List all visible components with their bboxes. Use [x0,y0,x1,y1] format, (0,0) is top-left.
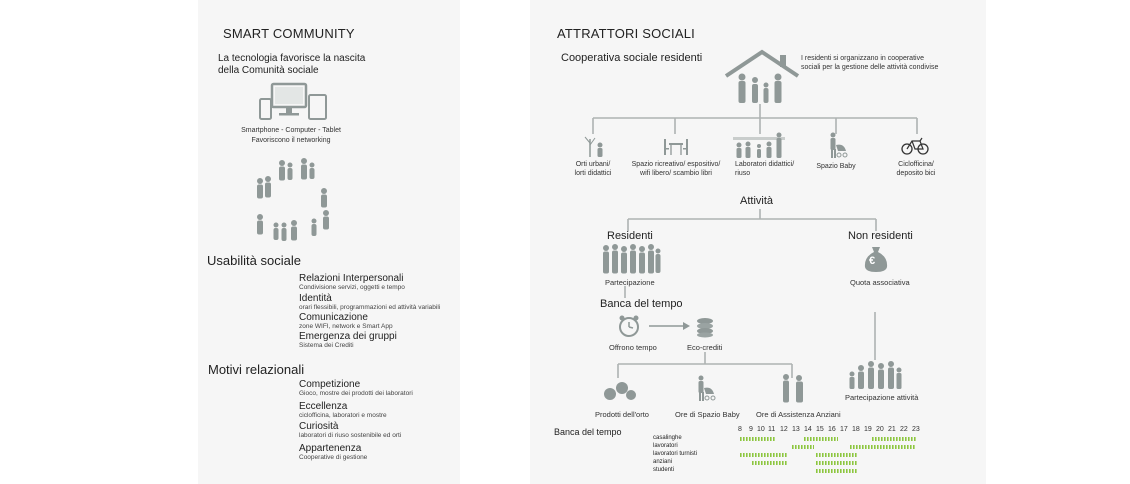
output-1-label: Prodotti dell'orto [595,410,649,419]
motives-item-4-title: Appartenenza [299,443,362,454]
motives-item-2-sub: ciclofficina, laboratori e mostre [299,412,387,419]
coop-note-line-1: I residenti si organizzano in cooperativ… [801,55,924,62]
usability-item-2-title: Identità [299,293,332,304]
usability-item-4-sub: Sistema dei Crediti [299,342,354,349]
service-1-line-1: Orti urbani/ [575,161,611,168]
time-bank-label: Banca del tempo [600,298,683,310]
hour-9: 9 [749,426,753,433]
community-people-icon [257,158,329,241]
offer-time-label: Offrono tempo [609,343,657,352]
non-residents-label: Non residenti [848,230,913,242]
alarm-clock-icon [619,315,639,337]
schedule-title: Banca del tempo [554,427,622,437]
group-lavoratori-turnisti: lavoratori turnisti [653,451,698,457]
residents-group-icon [603,244,661,274]
motives-item-3-title: Curiosità [299,421,339,432]
participation-activities-label: Partecipazione attività [845,393,919,402]
service-3-line-2: riuso [735,170,751,177]
service-3-line-1: Laboratori didattici/ [735,161,795,168]
usability-item-2-sub: orari flessibili, programmazioni ed atti… [299,304,441,311]
services-connector [592,104,918,134]
group-anziani: anziani [653,459,673,465]
devices-line-2: Favoriscono il networking [251,137,331,144]
output-2-label: Ore di Spazio Baby [675,410,740,419]
hour-10: 10 [757,426,765,433]
motives-item-1-title: Competizione [299,379,361,390]
vegetables-icon [604,382,636,400]
hour-19: 19 [864,426,872,433]
fee-label: Quota associativa [850,278,910,287]
hour-11: 11 [768,426,776,433]
hour-8: 8 [738,426,742,433]
service-2-line-2: wifi libero/ scambio libri [640,170,712,177]
residents-label: Residenti [607,230,653,242]
motives-item-2-title: Eccellenza [299,401,348,412]
usability-heading: Usabilità sociale [207,253,301,268]
tree-gardener-icon [584,136,603,157]
arrow-right-icon [649,322,690,330]
service-1-line-2: lorti didattici [574,170,612,177]
activities-connector [627,209,877,231]
stroller-icon [830,132,848,158]
coop-note-line-2: sociali per la gestione delle attività c… [801,64,939,71]
devices-icon [259,82,327,120]
service-5-line-1: Ciclofficina/ [898,161,934,168]
hour-22: 22 [900,426,908,433]
workshop-people-icon [733,132,785,158]
bicycle-icon [901,137,929,155]
service-4-line-1: Spazio Baby [816,163,856,170]
hour-14: 14 [804,426,812,433]
hour-20: 20 [876,426,884,433]
hour-18: 18 [852,426,860,433]
hour-23: 23 [912,426,920,433]
residents-connector [624,286,626,298]
usability-item-3-title: Comunicazione [299,312,368,323]
motives-heading: Motivi relazionali [208,362,305,377]
usability-item-1-title: Relazioni Interpersonali [299,273,404,284]
activities-label: Attività [740,195,774,207]
motives-item-3-sub: laboratori di riuso sostenibile ed orti [299,432,402,439]
usability-item-3-sub: zone WIFI, network e Smart App [299,323,393,330]
euro-symbol: € [869,255,876,267]
social-attractors-title: ATTRATTORI SOCIALI [557,26,695,41]
service-2-line-1: Spazio ricreativo/ espositivo/ [631,161,721,168]
baby-space-icon [698,375,716,401]
devices-line-1: Smartphone - Computer - Tablet [241,127,341,134]
coop-label: Cooperativa sociale residenti [561,52,703,64]
hour-21: 21 [888,426,896,433]
service-5-line-2: deposito bici [896,170,936,177]
output-3-label: Ore di Assistenza Anziani [756,410,841,419]
left-panel [198,0,460,484]
coins-icon [697,318,713,338]
hour-15: 15 [816,426,824,433]
right-panel [530,0,986,484]
smart-community-title: SMART COMMUNITY [223,26,355,41]
motives-item-4-sub: Cooperative di gestione [299,454,368,461]
hour-13: 13 [792,426,800,433]
schedule-bars [740,437,916,473]
outputs-connector [617,352,793,378]
table-chairs-icon [664,139,688,155]
hour-16: 16 [828,426,836,433]
intro-line-1: La tecnologia favorisce la nascita [218,53,366,64]
intro-line-2: della Comunità sociale [218,65,319,76]
participating-people-icon [849,361,902,389]
hour-12: 12 [780,426,788,433]
group-lavoratori: lavoratori [653,443,678,449]
group-casalinghe: casalinghe [653,435,682,441]
group-studenti: studenti [653,467,675,473]
usability-item-1-sub: Condivisione servizi, oggetti e tempo [299,284,405,291]
elderly-care-icon [783,374,803,403]
hour-17: 17 [840,426,848,433]
house-family-icon [724,49,800,103]
participation-label: Partecipazione [605,278,655,287]
motives-item-1-sub: Gioco, mostre dei prodotti dei laborator… [299,390,413,397]
eco-credits-label: Eco-crediti [687,343,723,352]
usability-item-4-title: Emergenza dei gruppi [299,331,397,342]
money-bag-icon [864,247,888,272]
fee-connector [874,312,876,360]
